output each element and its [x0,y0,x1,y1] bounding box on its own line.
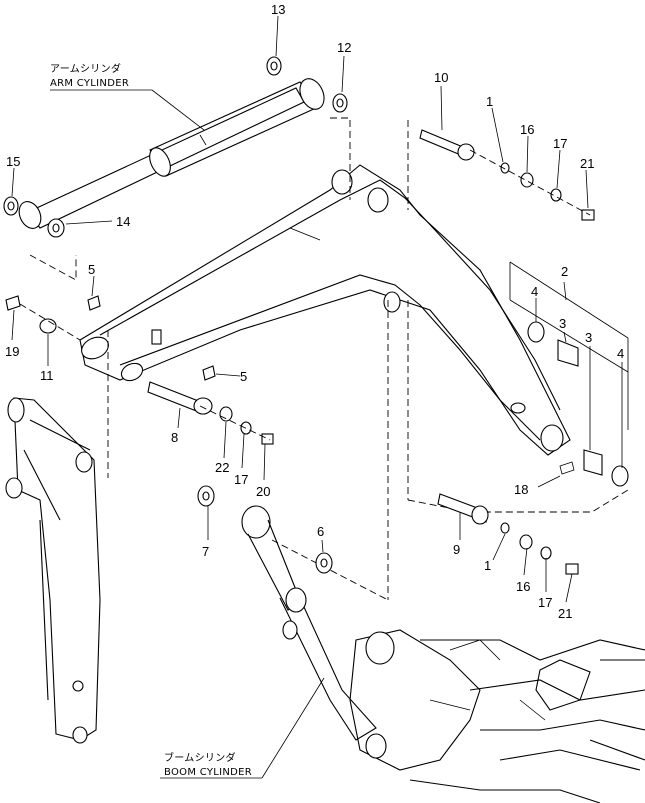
callout-5-top: 5 [88,262,95,277]
arm-cylinder [18,78,325,229]
callout-2: 2 [561,264,568,279]
washer-17-bottom [540,546,552,560]
bushing-3-bottom [583,449,603,476]
callout-16-top: 16 [520,122,534,137]
bolt-21-bottom [565,563,579,575]
callout-18: 18 [514,482,528,497]
callout-5-bottom: 5 [240,369,247,384]
arm-cylinder-caption-en: ARM CYLINDER [50,78,129,89]
bushing-3-top [557,339,579,367]
callout-12: 12 [337,40,351,55]
bolt-20 [261,433,274,445]
callout-13: 13 [271,2,285,17]
callout-21-bottom: 21 [558,606,572,621]
callout-17-mid: 17 [234,472,248,487]
nut-1-bottom [500,522,510,534]
callout-15: 15 [6,154,20,169]
callout-16-bottom: 16 [516,579,530,594]
washer-16-top [520,172,534,188]
callout-8: 8 [171,430,178,445]
callout-11: 11 [40,368,54,383]
nut-1-top [500,162,510,174]
callout-4-right: 4 [617,346,624,361]
washer-16-bottom [519,534,533,550]
callout-3-right: 3 [585,330,592,345]
callout-1-bottom: 1 [484,558,491,573]
callout-14: 14 [116,214,130,229]
callout-1-top: 1 [486,94,493,109]
oring-4-top [527,321,545,343]
plate-11 [39,318,57,334]
callout-4-top: 4 [531,284,538,299]
washer-22 [219,406,233,422]
boom [79,164,571,456]
callout-3-top: 3 [559,316,566,331]
grease-fitting-18 [559,461,575,475]
callout-20: 20 [256,484,270,499]
callout-17-top: 17 [553,136,567,151]
callout-6: 6 [317,524,324,539]
callout-9: 9 [453,542,460,557]
boom-cylinder-caption-en: BOOM CYLINDER [164,767,252,778]
bolt-21-top [581,209,595,221]
callout-22: 22 [215,460,229,475]
upper-frame [349,629,645,803]
oring-4-bottom [611,465,629,487]
arm [5,397,101,744]
callout-7: 7 [202,544,209,559]
callout-19: 19 [5,344,19,359]
callout-17-bottom: 17 [538,595,552,610]
bolt-19 [5,295,21,311]
arm-cylinder-caption-jp: アームシリンダ [50,62,121,75]
callout-21-top: 21 [580,156,594,171]
bolt-5-top [87,295,101,311]
boom-cylinder-caption-jp: ブームシリンダ [164,751,236,764]
leader-lines [11,15,623,779]
bolt-5-bottom [202,365,216,381]
callout-10: 10 [434,70,448,85]
boom-cylinder [241,505,377,741]
